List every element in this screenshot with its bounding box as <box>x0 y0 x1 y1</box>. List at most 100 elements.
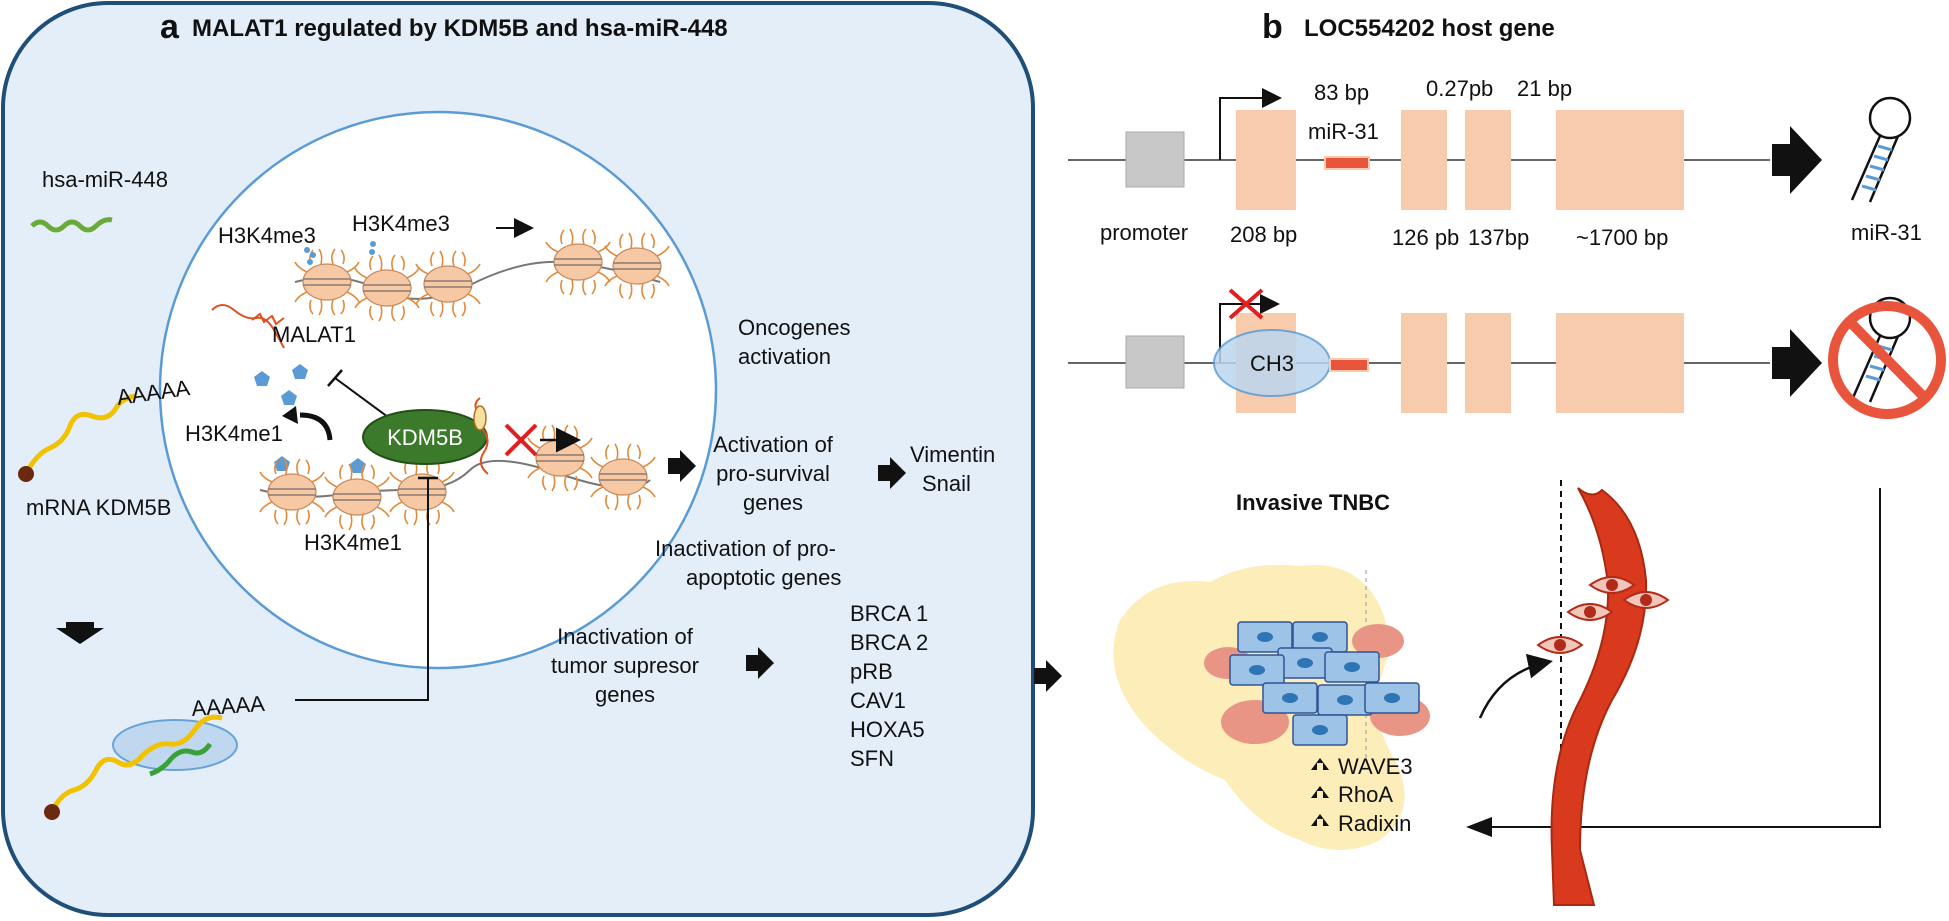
h3k4me3-left-label: H3K4me3 <box>218 223 316 248</box>
h3k4me1-top-label: H3K4me1 <box>185 421 283 446</box>
tumor-cell-icon <box>1262 682 1318 714</box>
mrna-target-strand <box>49 714 223 814</box>
mir31-top-label: miR-31 <box>1308 119 1379 144</box>
tsg-gene-item: BRCA 1 <box>850 601 928 626</box>
right-arrow-icon <box>746 647 774 679</box>
exon-2 <box>1401 110 1447 210</box>
polya-bottom-label: AAAAA <box>191 691 266 721</box>
exon-1 <box>1236 110 1296 210</box>
up-arrow-icon <box>1311 786 1329 798</box>
prosurvival-label-3: genes <box>743 490 803 515</box>
panel-a-title: MALAT1 regulated by KDM5B and hsa-miR-44… <box>192 15 728 42</box>
up-arrow-icon <box>1311 758 1329 770</box>
methyl-mark-icon <box>304 241 376 265</box>
exon-3 <box>1465 110 1511 210</box>
curved-arrow-icon <box>299 412 333 441</box>
pb-027-label: 0.27pb <box>1426 76 1493 101</box>
mirna-inhibits-kdm5b-line <box>295 478 429 701</box>
exon-3-silenced <box>1465 313 1511 413</box>
mir31-segment <box>1324 156 1370 170</box>
upregulated-item: WAVE3 <box>1338 754 1413 779</box>
tumor-cell-icon <box>1324 651 1380 683</box>
panel-a-letter: a <box>160 8 180 46</box>
promoter-box <box>1125 131 1185 188</box>
chromatin-fiber-bottom <box>259 460 651 498</box>
oncogenes-label-2: activation <box>738 344 831 369</box>
tsg-gene-item: CAV1 <box>850 688 906 713</box>
mrna-label: mRNA KDM5B <box>26 495 171 520</box>
mrna-cap-icon <box>44 804 60 820</box>
exon-2-silenced <box>1401 313 1447 413</box>
promoter-box-silenced <box>1125 335 1185 389</box>
intravasating-cell-icon <box>1537 636 1583 654</box>
malat1-hairpin-icon <box>251 312 285 326</box>
big-right-arrow-icon <box>1772 126 1822 194</box>
tsg-gene-item: SFN <box>850 746 894 771</box>
bp-208-label: 208 bp <box>1230 222 1297 247</box>
tss-arrow-icon <box>1219 88 1282 160</box>
tss-blocked-arrow-icon <box>1219 294 1280 363</box>
tumor-cell-icon <box>1292 714 1348 746</box>
panel-b-letter: b <box>1262 8 1283 46</box>
exon-4 <box>1556 110 1684 210</box>
tumor-cell-icon <box>1229 654 1285 686</box>
promoter-label: promoter <box>1100 220 1188 245</box>
migration-arrow-icon <box>1478 653 1553 719</box>
snail-label: Snail <box>922 471 971 496</box>
prosurvival-label-2: pro-survival <box>716 461 830 486</box>
tsg-gene-item: pRB <box>850 659 893 684</box>
upregulated-list: WAVE3 RhoA Radixin <box>1311 754 1413 836</box>
tsg-label-1: Inactivation of <box>557 624 694 649</box>
inhibition-bar-icon <box>327 369 343 387</box>
tumor-cell-icon <box>1317 684 1373 716</box>
h3k4me3-right-label: H3K4me3 <box>352 211 450 236</box>
malat1-bound-hairpin-icon <box>473 405 487 431</box>
down-arrow-icon <box>56 622 104 644</box>
tumor-cell-icon <box>1364 682 1420 714</box>
oncogenes-label-1: Oncogenes <box>738 315 851 340</box>
mir31-product-label: miR-31 <box>1851 220 1922 245</box>
tsg-label-2: tumor supresor <box>551 653 699 678</box>
upregulated-item: Radixin <box>1338 811 1411 836</box>
blood-vessel <box>1550 487 1648 906</box>
bp-1700-label: ~1700 bp <box>1576 225 1668 250</box>
mrna-kdm5b-strand <box>23 393 137 476</box>
mirna-bound-strand <box>149 742 213 777</box>
kdm5b-inhibits-malat1-line <box>334 377 393 421</box>
proapoptotic-label-2: apoptotic genes <box>686 565 841 590</box>
exon-4-silenced <box>1556 313 1684 413</box>
right-arrow-icon <box>668 450 696 482</box>
tsg-gene-list: BRCA 1 BRCA 2 pRB CAV1 HOXA5 SFN <box>850 601 928 771</box>
right-arrow-icon <box>1034 660 1062 692</box>
prosurvival-label-1: Activation of <box>713 432 834 457</box>
mir31-blocked-icon <box>1828 296 1946 419</box>
intravasating-cell-icon <box>1567 603 1613 621</box>
tsg-gene-item: BRCA 2 <box>850 630 928 655</box>
tsg-label-3: genes <box>595 682 655 707</box>
curved-arrowhead-icon <box>282 406 298 424</box>
mirna-label: hsa-miR-448 <box>42 167 168 192</box>
h3k4me1-bottom-label: H3K4me1 <box>304 530 402 555</box>
tsg-gene-item: HOXA5 <box>850 717 925 742</box>
panel-b-title: LOC554202 host gene <box>1304 15 1555 42</box>
cell-nucleus <box>158 110 718 670</box>
bp-21-label: 21 bp <box>1517 76 1572 101</box>
bp-137-label: 137bp <box>1468 225 1529 250</box>
malat1-label: MALAT1 <box>272 322 356 347</box>
mrna-cap-icon <box>18 466 34 482</box>
right-arrow-icon <box>878 457 906 489</box>
inhibition-x-icon <box>1228 288 1264 320</box>
mirna-strand-icon <box>30 217 113 233</box>
vimentin-label: Vimentin <box>910 442 995 467</box>
inhibition-x-icon <box>504 423 538 457</box>
big-right-arrow-icon <box>1772 329 1822 397</box>
pb-126-label: 126 pb <box>1392 225 1459 250</box>
kdm5b-protein-label: KDM5B <box>387 425 463 450</box>
bp-83-label: 83 bp <box>1314 80 1369 105</box>
mir31-segment-silenced <box>1329 358 1369 372</box>
upregulated-item: RhoA <box>1338 782 1393 807</box>
ch3-label: CH3 <box>1250 351 1294 376</box>
invasive-tnbc-label: Invasive TNBC <box>1236 490 1390 515</box>
left-arrow-icon <box>1466 817 1492 837</box>
